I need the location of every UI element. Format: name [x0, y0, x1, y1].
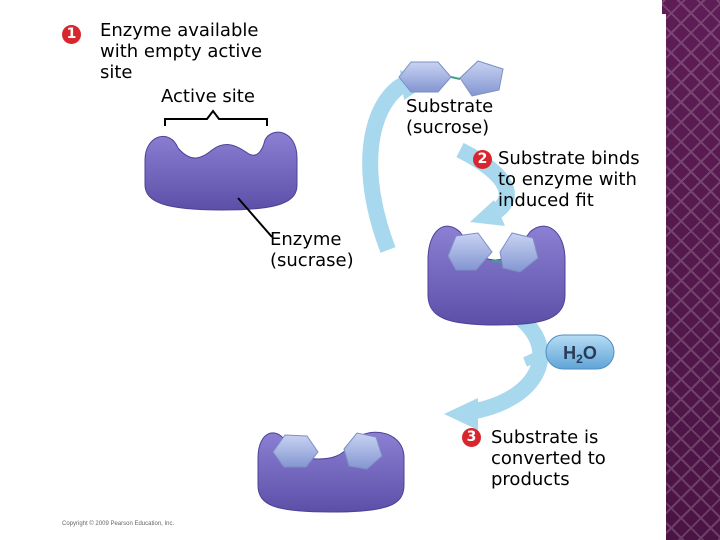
- active-site-brace: [164, 109, 268, 126]
- step1-label: Enzyme available with empty active site: [100, 20, 263, 83]
- enzyme-with-substrate: [427, 225, 566, 326]
- enzyme-pointer-line: [237, 197, 273, 238]
- copyright-notice: Copyright © 2009 Pearson Education, Inc.: [62, 521, 175, 527]
- enzyme-label: Enzyme (sucrase): [270, 229, 354, 271]
- step2-label: Substrate binds to enzyme with induced f…: [498, 148, 640, 211]
- step3-label: Substrate is converted to products: [491, 427, 606, 490]
- water-molecule-badge: H2O: [545, 334, 615, 370]
- enzyme-empty: [144, 131, 298, 211]
- water-o: O: [583, 343, 597, 363]
- step2-badge: 2: [473, 150, 492, 169]
- step3-badge: 3: [462, 428, 481, 447]
- side-bar-pattern: [662, 0, 720, 540]
- arrow-step1-to-step2: [362, 74, 413, 253]
- water-arrow: [523, 347, 550, 367]
- water-h: H: [563, 343, 576, 363]
- decorative-side-bar: [662, 0, 720, 540]
- arrow-down-from-enzyme2: [468, 311, 549, 420]
- enzyme-with-products: [257, 431, 405, 513]
- water-subscript: 2: [576, 352, 583, 366]
- arrow-down-head: [444, 398, 478, 430]
- active-site-label: Active site: [161, 86, 255, 107]
- substrate-label: Substrate (sucrose): [406, 96, 494, 138]
- substrate-sucrose: [398, 60, 504, 97]
- step1-badge: 1: [62, 25, 81, 44]
- svg-text:H2O: H2O: [563, 343, 597, 366]
- arrow-head-enzyme2: [470, 200, 505, 226]
